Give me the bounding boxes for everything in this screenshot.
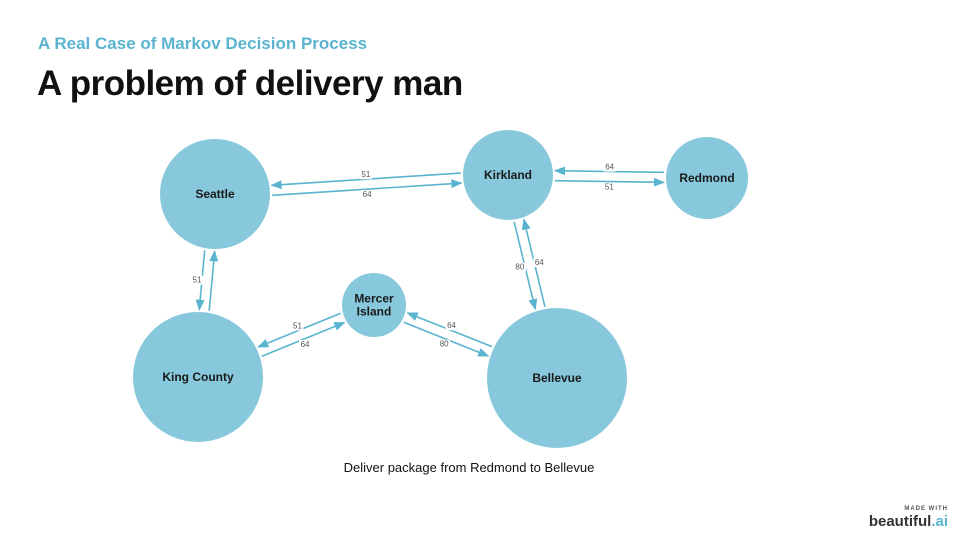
brand-suffix: .ai [931,513,948,530]
node-label: Kirkland [484,168,532,182]
node-circle [666,137,748,219]
node-label: Island [357,305,392,319]
edge-weight-label: 64 [447,321,456,330]
edge-king-to-seattle [208,250,219,311]
edge-weight-label: 51 [193,276,202,285]
edge-weight-label: 64 [301,340,310,349]
edge-bellevue-to-kirkland: 64 [521,218,546,308]
edge-weight-label: 64 [363,190,372,199]
edge-mercer-to-king: 51 [257,312,341,348]
node-label: King County [162,370,234,384]
edge-weight-label: 51 [293,321,302,330]
node-circle [133,312,263,442]
node-circle [160,139,270,249]
edge-weight-label: 51 [361,170,370,179]
edge-weight-label: 51 [605,183,614,192]
edge-redmond-to-kirkland: 64 [553,162,665,176]
brand-name-text: beautiful [868,513,932,530]
edge-label-bg [533,258,546,268]
node-circle [487,308,627,448]
node-label: Mercer [354,292,394,306]
edge-mercer-to-bellevue: 80 [403,321,490,357]
edge-label-bg [191,275,204,285]
edge-kirkland-to-redmond: 51 [554,177,666,192]
diagram-caption: Deliver package from Redmond to Bellevue [343,460,595,475]
node-seattle: Seattle [160,139,270,249]
edge-kirkland-to-seattle: 51 [270,170,461,190]
node-label: Redmond [679,171,734,185]
brand-made-with: MADE WITH [904,506,948,512]
brand-badge[interactable]: MADE WITH beautiful.ai [869,506,948,530]
edge-seattle-to-kirkland: 64 [272,179,463,200]
edges: 51 64 64 51 51 51 64 64 80 64 80 [191,162,666,357]
edge-label-bg [299,340,312,350]
node-label: Seattle [195,187,235,201]
node-redmond: Redmond [666,137,748,219]
edge-king-to-mercer: 64 [261,321,346,357]
slide-title: A problem of delivery man [37,64,463,103]
node-circle [463,130,553,220]
edge-label-bg [438,339,451,349]
node-bellevue: Bellevue [487,308,627,448]
node-label: Bellevue [532,371,582,385]
node-kirkland: Kirkland [463,130,553,220]
edge-label-bg [359,170,372,180]
edge-label-bg [603,182,616,192]
node-circle [342,273,406,337]
edge-label-bg [603,162,616,172]
brand-logo: beautiful.ai [869,513,948,530]
node-king: King County [133,312,263,442]
edge-weight-label: 64 [605,163,614,172]
deck-subtitle: A Real Case of Markov Decision Process [38,34,368,53]
edge-label-bg [361,190,374,200]
edge-weight-label: 64 [535,258,544,267]
edge-bellevue-to-mercer: 64 [406,312,493,348]
edge-label-bg [513,262,526,272]
edge-label-bg [291,321,304,331]
edge-seattle-to-king: 51 [191,250,206,311]
edge-weight-label: 80 [440,340,449,349]
edge-weight-label: 80 [515,263,524,272]
edge-kirkland-to-bellevue: 80 [513,221,538,311]
edge-label-bg [445,321,458,331]
